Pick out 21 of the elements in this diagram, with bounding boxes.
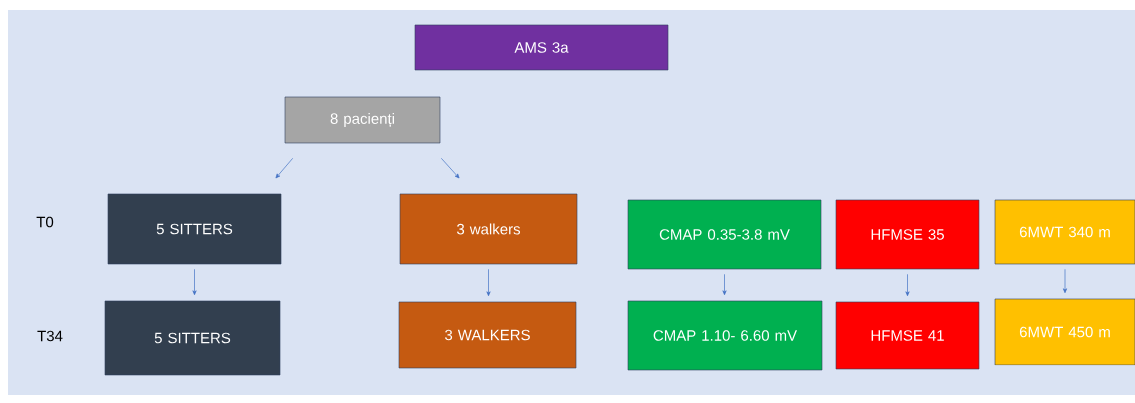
arrow bbox=[192, 268, 197, 296]
box: HFMSE 41 bbox=[835, 301, 980, 370]
row-label: T34 bbox=[37, 330, 63, 342]
arrow bbox=[1062, 268, 1068, 294]
box: CMAP 0.35-3.8 mV bbox=[627, 199, 822, 270]
arrow bbox=[486, 268, 491, 297]
row-label: T0 bbox=[36, 216, 54, 228]
box: 6MWT 340 m bbox=[994, 199, 1135, 265]
box: 5 SITTERS bbox=[107, 193, 282, 265]
box: 8 pacienți bbox=[284, 96, 441, 144]
box: AMS 3a bbox=[414, 24, 669, 71]
box: 3 WALKERS bbox=[398, 301, 577, 369]
box: 6MWT 450 m bbox=[994, 298, 1135, 366]
arrow bbox=[905, 273, 910, 297]
box: 5 SITTERS bbox=[104, 300, 281, 376]
box: HFMSE 35 bbox=[835, 199, 980, 270]
arrow bbox=[440, 157, 460, 179]
arrow bbox=[275, 157, 294, 179]
box: 3 walkers bbox=[399, 193, 578, 265]
arrow bbox=[722, 273, 727, 296]
box: CMAP 1.10- 6.60 mV bbox=[627, 300, 823, 371]
